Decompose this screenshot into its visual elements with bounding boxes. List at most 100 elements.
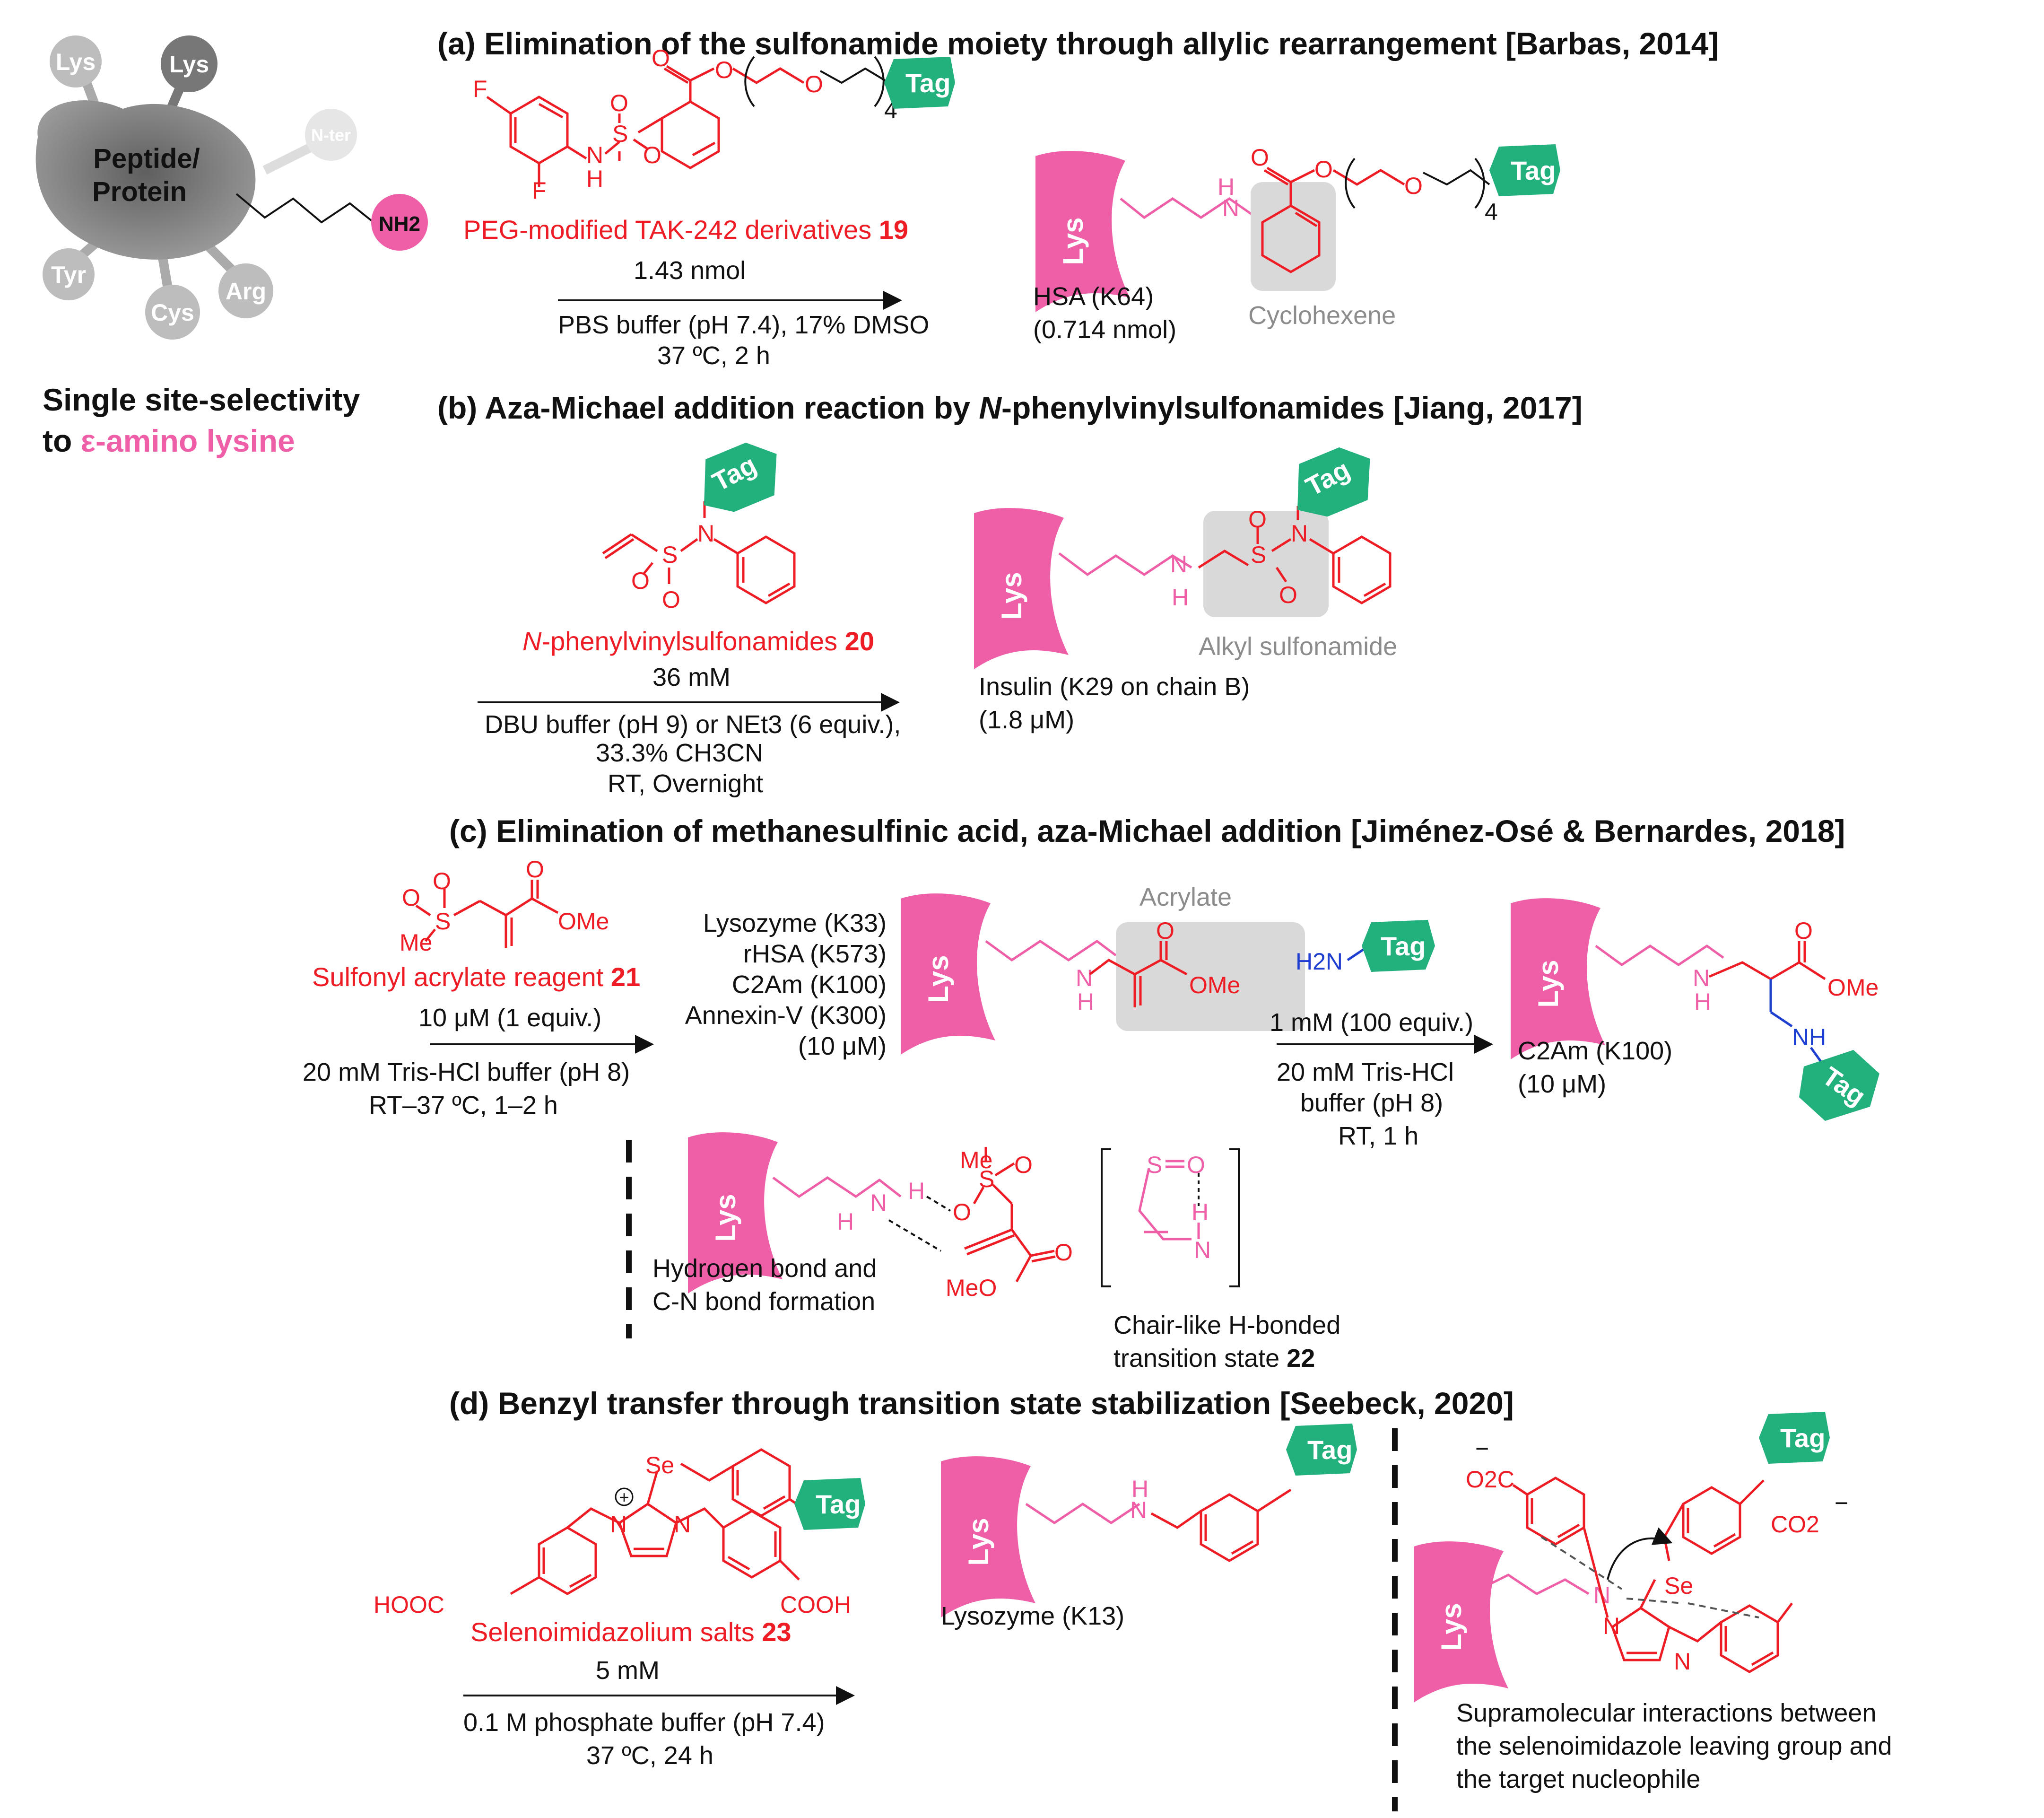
panel-c-condition-1: 20 mM Tris-HCl buffer (pH 8) xyxy=(303,1058,630,1086)
atom-h-c2p: H xyxy=(1694,988,1711,1015)
tag-a-product xyxy=(1489,144,1560,196)
reagent-21-name-text: Sulfonyl acrylate reagent xyxy=(312,962,604,992)
protein-list-4: Annexin-V (K300) xyxy=(685,1001,887,1030)
ts-number: 22 xyxy=(1287,1344,1315,1372)
atom-s-b: S xyxy=(662,542,678,568)
panel-b-heading-ital: N xyxy=(979,390,1002,425)
selectivity-line2: to ε-amino lysine xyxy=(43,423,295,458)
cyclohexene-highlight xyxy=(1251,182,1336,291)
atom-n-a: N xyxy=(586,142,603,168)
protein-c2-amount: (10 μM) xyxy=(1518,1070,1606,1098)
protein-blob xyxy=(35,100,256,260)
atom-me-c1: Me xyxy=(400,929,432,956)
reagent-20-amount: 36 mM xyxy=(652,663,731,691)
reagent-20-name-text: -phenylvinylsulfonamides xyxy=(541,626,837,656)
atom-f-top: F xyxy=(473,76,487,102)
amine-circle xyxy=(371,194,428,251)
atom-o-c1p: O xyxy=(1156,918,1174,944)
protein-label-line2: Protein xyxy=(92,176,187,207)
product-a-structure xyxy=(1261,157,1490,273)
selectivity-line1: Single site-selectivity xyxy=(43,382,360,417)
atom-o-a2: O xyxy=(643,142,661,168)
tag-d-supra-label: Tag xyxy=(1780,1423,1825,1453)
motif-acrylate: Acrylate xyxy=(1139,883,1232,911)
panel-c-condition-3: 20 mM Tris-HCl xyxy=(1277,1058,1454,1086)
hbond-dash-1 xyxy=(926,1196,951,1212)
protein-d: Lysozyme (K13) xyxy=(941,1602,1124,1630)
lysine-chain xyxy=(235,193,374,224)
atom-o2c: O2C xyxy=(1466,1466,1514,1493)
ts-text-2: transition state 22 xyxy=(1113,1344,1315,1372)
panel-c-condition-4: buffer (pH 8) xyxy=(1300,1089,1443,1117)
atom-o-c2: O xyxy=(433,868,451,894)
lys-d2-chain xyxy=(1479,1573,1590,1595)
lys-d1-chain xyxy=(1025,1502,1140,1525)
panel-b-heading-pre: (b) Aza-Michael addition reaction by xyxy=(437,390,979,425)
atom-ome-c1p: OMe xyxy=(1189,972,1240,998)
selectivity-highlight: ε-amino lysine xyxy=(81,423,295,458)
reagent-19-structure xyxy=(486,56,890,187)
hbond-text-2: C-N bond formation xyxy=(652,1287,875,1316)
atom-n-c1p: N xyxy=(1076,965,1093,991)
protein-c2: C2Am (K100) xyxy=(1518,1037,1672,1065)
reagent-23-name-text: Selenoimidazolium salts xyxy=(470,1617,755,1647)
lys-c2-chain xyxy=(1595,944,1724,967)
atom-o-a5: O xyxy=(805,71,823,97)
panel-d-heading: (d) Benzyl transfer through transition s… xyxy=(449,1386,1514,1421)
satellite-label-nter: N-ter xyxy=(311,125,351,145)
atom-h-b-product: H xyxy=(1172,584,1189,611)
overview-graphic: Lys Lys N-ter Tyr Cys Arg Peptide/ Prote… xyxy=(35,35,428,340)
atom-h-mech2: H xyxy=(837,1208,854,1235)
atom-nh-c2p: NH xyxy=(1792,1024,1826,1050)
atom-s-b-product: S xyxy=(1251,542,1266,568)
amine-reagent-text: H2N xyxy=(1296,948,1343,975)
lys-d1-label: Lys xyxy=(963,1518,994,1565)
satellite-label-lys-2: Lys xyxy=(169,51,209,78)
repeat-count-a-product: 4 xyxy=(1485,199,1498,225)
reagent-21-number: 21 xyxy=(611,962,640,992)
lys-satellite-2 xyxy=(161,35,217,92)
product-b-structure xyxy=(1198,506,1392,604)
cys-satellite xyxy=(145,285,200,340)
reagent-23-number: 23 xyxy=(762,1617,791,1647)
tag-a-product-label: Tag xyxy=(1511,156,1556,185)
atom-co2: CO2 xyxy=(1771,1511,1819,1538)
panel-a-condition-1: PBS buffer (pH 7.4), 17% DMSO xyxy=(558,311,929,339)
reagent-20-structure xyxy=(602,501,796,604)
reagent-21-amount: 10 μM (1 equiv.) xyxy=(418,1004,601,1032)
atom-h-mech1: H xyxy=(908,1178,925,1204)
panel-c-condition-5: RT, 1 h xyxy=(1338,1122,1418,1150)
lys-d2-label: Lys xyxy=(1435,1603,1467,1651)
panel-b-condition-1: DBU buffer (pH 9) or NEt3 (6 equiv.), xyxy=(485,710,901,739)
tag-b-product xyxy=(1297,447,1370,517)
atom-n-d3: N xyxy=(1603,1613,1620,1639)
protein-label-line1: Peptide/ xyxy=(93,143,200,174)
sulfonamide-highlight xyxy=(1203,511,1329,617)
lys-c3-label: Lys xyxy=(710,1194,741,1241)
satellite-label-cys: Cys xyxy=(151,299,194,326)
note-line-2: the selenoimidazole leaving group and xyxy=(1456,1732,1892,1760)
ts-text-1: Chair-like H-bonded xyxy=(1113,1311,1340,1339)
reagent-19-amount: 1.43 nmol xyxy=(634,256,746,285)
lys-b-label: Lys xyxy=(996,572,1027,620)
reagent-23-name: Selenoimidazolium salts 23 xyxy=(470,1617,792,1647)
motif-sulfonamide: Alkyl sulfonamide xyxy=(1199,632,1397,661)
atom-meo-mech: MeO xyxy=(946,1275,997,1301)
protein-b: Insulin (K29 on chain B) xyxy=(979,673,1250,701)
satellite-label-tyr: Tyr xyxy=(51,262,86,288)
ts-text-2-main: transition state xyxy=(1113,1344,1279,1372)
atom-n-d1: N xyxy=(610,1511,627,1538)
atom-s-c1: S xyxy=(435,908,451,935)
amine-reagent: H2N xyxy=(1296,948,1343,975)
protein-list-3: C2Am (K100) xyxy=(732,970,887,999)
transition-state-22 xyxy=(1101,1148,1240,1287)
atom-o-c2p: O xyxy=(1794,918,1813,944)
protein-list-5: (10 μM) xyxy=(798,1032,887,1060)
atom-cooh: COOH xyxy=(780,1591,851,1618)
panel-d-condition-2: 37 ºC, 24 h xyxy=(586,1741,713,1770)
tag-b-reagent xyxy=(704,442,777,512)
tag-a-reagent-label: Tag xyxy=(905,68,950,98)
atom-n-c2p: N xyxy=(1693,965,1710,991)
atom-o-b1: O xyxy=(631,568,650,594)
